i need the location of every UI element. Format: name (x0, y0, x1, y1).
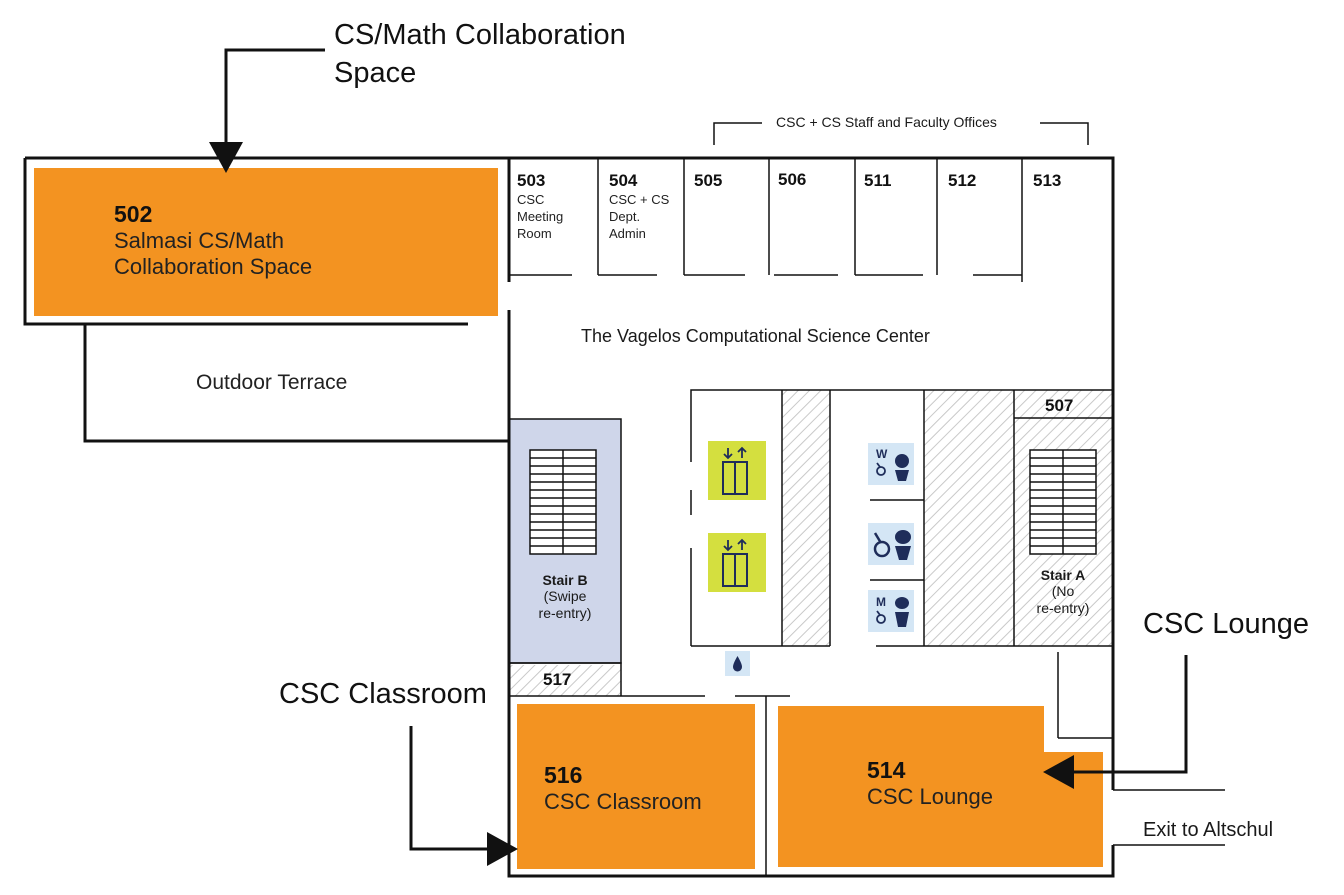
room-502-number: 502 (114, 201, 153, 227)
room-502-label[interactable]: 502 Salmasi CS/Math Collaboration Space (114, 201, 312, 280)
collab-callout-label: CS/Math Collaboration Space (334, 16, 626, 92)
office-partitions (509, 158, 1023, 282)
classroom-callout-label: CSC Classroom (279, 678, 487, 710)
room-511-number[interactable]: 511 (864, 171, 892, 190)
water-fountain-icon (725, 651, 750, 676)
stair-a-treads (1029, 449, 1097, 555)
room-505-number[interactable]: 505 (694, 171, 723, 190)
room-504-number: 504 (609, 171, 638, 190)
stair-b-treads (529, 449, 597, 555)
center-title: The Vagelos Computational Science Center (581, 326, 930, 346)
room-514-highlight[interactable] (778, 706, 1103, 867)
arrow-icon (224, 48, 325, 152)
hatched-shaft-2 (924, 390, 1014, 646)
room-503-sub3: Room (517, 226, 552, 241)
room-507-number[interactable]: 507 (1045, 396, 1074, 415)
restroom-icon-women: W (868, 443, 914, 485)
accessible-icon (876, 610, 886, 624)
room-504-sub3: Admin (609, 226, 646, 241)
room-502-name-line1: Salmasi CS/Math (114, 228, 284, 253)
room-516-number: 516 (544, 762, 583, 788)
lounge-callout-label: CSC Lounge (1143, 608, 1310, 640)
restroom-letter-men: M (876, 595, 886, 609)
arrow-icon (409, 726, 496, 851)
room-507-area (1014, 390, 1112, 418)
room-516-name: CSC Classroom (544, 789, 702, 814)
outdoor-terrace-label: Outdoor Terrace (196, 371, 348, 394)
room-513-number[interactable]: 513 (1033, 171, 1062, 190)
offices-bracket (713, 122, 1089, 145)
stair-b-label: Stair B (Swipe re-entry) (515, 572, 615, 622)
stair-b-sub1: (Swipe (543, 588, 587, 604)
arrow-icon-head (487, 832, 518, 866)
room-514-number: 514 (867, 757, 906, 783)
stair-a-label: Stair A (No re-entry) (1013, 567, 1113, 617)
core-walls (509, 389, 1113, 876)
room-503-sub1: CSC (517, 192, 545, 207)
restroom-icon-accessible (868, 523, 914, 565)
room-504-sub2: Dept. (609, 209, 641, 224)
room-503-number: 503 (517, 171, 546, 190)
arrow-icon-head (1043, 755, 1074, 789)
stair-b-title: Stair B (542, 572, 588, 588)
accessible-icon (873, 532, 891, 558)
collab-callout-line1: CS/Math Collaboration (334, 19, 626, 51)
room-514-name: CSC Lounge (867, 784, 993, 809)
room-516-highlight[interactable] (517, 704, 755, 869)
collab-callout-line2: Space (334, 57, 417, 89)
building-walls (23, 156, 1225, 878)
room-503-sub2: Meeting (517, 209, 564, 224)
restroom-letter-women: W (876, 447, 888, 461)
stair-b-sub2: re-entry) (538, 605, 592, 621)
arrow-icon (1063, 655, 1188, 774)
room-512-number[interactable]: 512 (948, 171, 977, 190)
hatched-shaft-1 (782, 390, 830, 646)
elevator-icon (708, 533, 766, 592)
room-517-number[interactable]: 517 (543, 670, 572, 689)
room-502-highlight[interactable] (34, 168, 498, 316)
room-504-label[interactable]: 504 CSC + CS Dept. Admin (609, 171, 669, 242)
room-504-sub1: CSC + CS (609, 192, 670, 207)
stair-a-sub1: (No (1051, 583, 1075, 599)
room-506-number[interactable]: 506 (778, 170, 807, 189)
room-514-label[interactable]: 514 CSC Lounge (867, 757, 993, 810)
exit-label[interactable]: Exit to Altschul (1143, 819, 1274, 841)
stair-a-sub2: re-entry) (1036, 600, 1090, 616)
elevator-icon (708, 441, 766, 500)
stair-a-title: Stair A (1040, 567, 1086, 583)
offices-bracket-label: CSC + CS Staff and Faculty Offices (776, 114, 997, 130)
room-502-name-line2: Collaboration Space (114, 254, 313, 279)
arrow-icon-head (209, 142, 243, 173)
room-516-label[interactable]: 516 CSC Classroom (544, 762, 702, 815)
room-503-label[interactable]: 503 CSC Meeting Room (517, 171, 563, 242)
restroom-icon-men: M (868, 590, 914, 632)
accessible-icon (876, 462, 886, 476)
room-517-area (509, 665, 621, 696)
